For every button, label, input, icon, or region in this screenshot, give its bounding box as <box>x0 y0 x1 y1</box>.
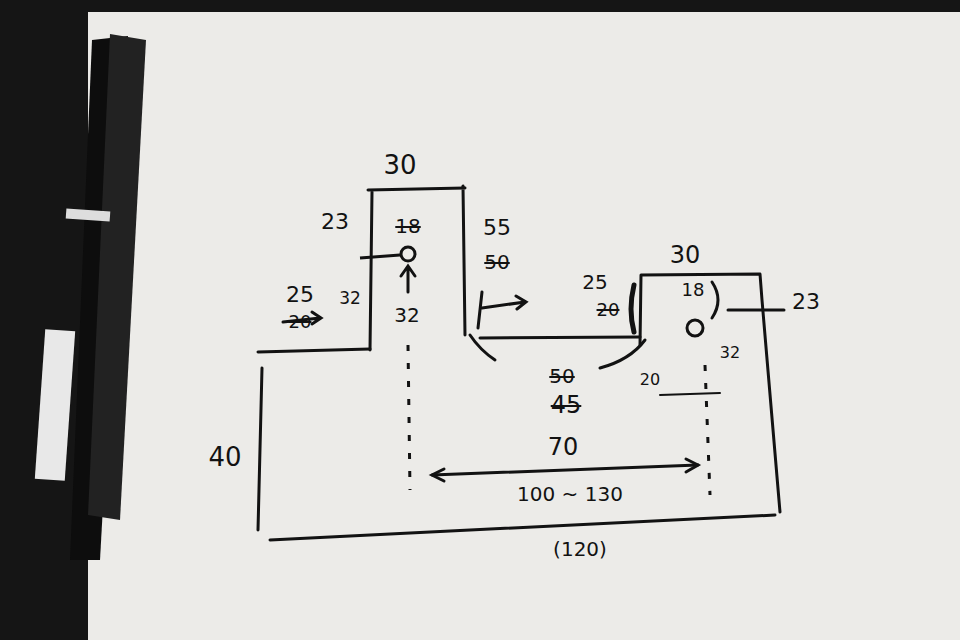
dimension-label: 45 <box>551 393 582 417</box>
dimension-label: 100 ~ 130 <box>517 484 623 504</box>
dimension-label: (120) <box>553 539 607 559</box>
dimension-label: 18 <box>682 281 705 299</box>
dimension-label: 30 <box>383 152 416 178</box>
dimension-label: 25 <box>286 284 314 306</box>
dimension-label: 30 <box>670 243 701 267</box>
dimension-label: 23 <box>321 211 349 233</box>
dimension-label: 20 <box>640 372 660 388</box>
dimension-label: 18 <box>395 216 420 236</box>
center-line <box>408 345 710 495</box>
dimension-label: 32 <box>339 290 361 307</box>
paper-sheet <box>88 12 960 640</box>
dimension-label: 50 <box>549 366 574 386</box>
dimension-label: 32 <box>394 305 419 325</box>
dimension-label: 32 <box>720 345 740 361</box>
dimension-label: 20 <box>289 313 312 331</box>
dimension-label: 25 <box>582 272 607 292</box>
desk-outline <box>258 186 784 540</box>
dimension-arrows <box>283 266 698 481</box>
dimension-label: 55 <box>483 217 511 239</box>
dimension-label: 40 <box>208 444 241 470</box>
hole-mark <box>360 247 703 336</box>
marker-pens <box>35 34 146 560</box>
dimension-label: 23 <box>792 291 820 313</box>
dimension-label: 50 <box>484 252 509 272</box>
dimension-label: 70 <box>548 435 579 459</box>
dimension-label: 20 <box>597 301 620 319</box>
